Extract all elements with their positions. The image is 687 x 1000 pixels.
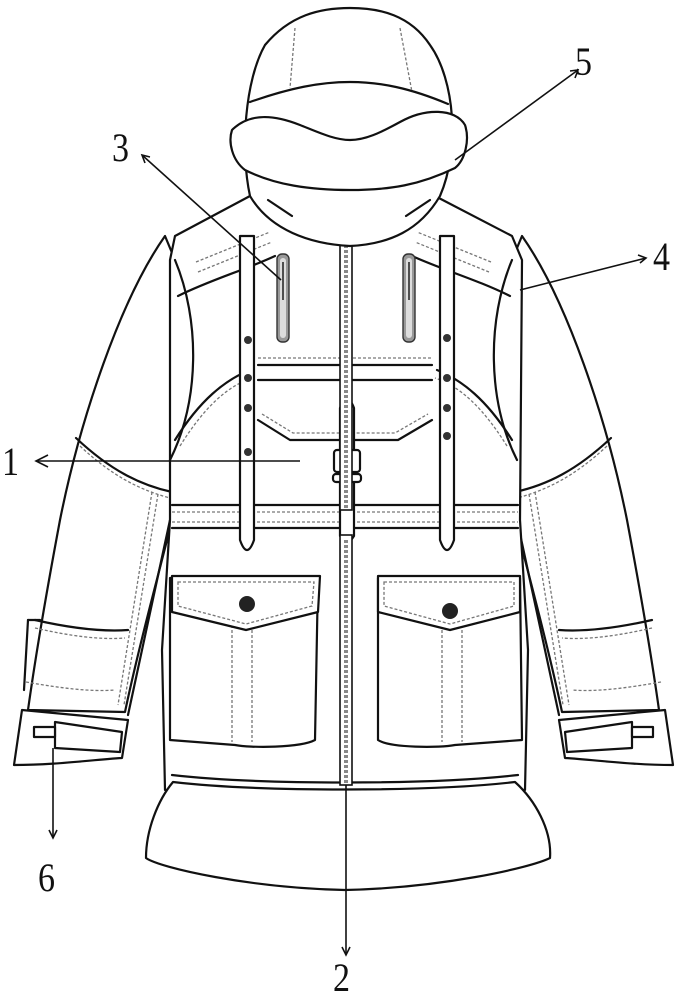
leader-5 (454, 69, 579, 161)
cargo-pocket-right (376, 574, 524, 748)
chest-zip-pockets (276, 253, 416, 343)
right-sleeve (510, 234, 675, 767)
callout-label-4: 4 (653, 234, 670, 279)
callout-label-2: 2 (333, 955, 350, 1000)
center-zipper (339, 185, 353, 786)
callout-label-6: 6 (38, 855, 55, 900)
leader-3 (141, 154, 282, 281)
callout-leaders (34, 69, 648, 957)
left-sleeve (12, 234, 177, 767)
callout-label-5: 5 (575, 39, 592, 84)
cargo-pocket-left (168, 574, 322, 748)
hem-skirt (144, 780, 552, 892)
callout-label-1: 1 (2, 439, 19, 484)
vertical-straps (238, 234, 456, 552)
leader-4 (519, 257, 647, 291)
hood (229, 6, 469, 248)
callout-label-3: 3 (112, 125, 129, 170)
